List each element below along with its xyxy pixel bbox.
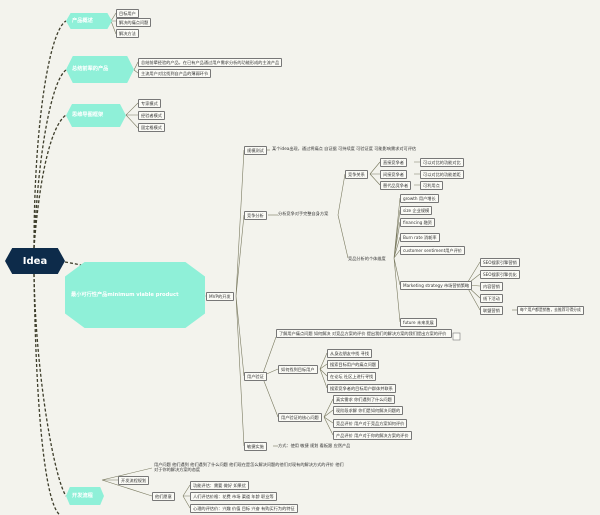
branch-product-overview[interactable]: 产品概述 [66,13,112,29]
dim-item-1[interactable]: size 企业规模 [400,206,433,216]
scope-node[interactable]: 规模测试 [244,146,267,156]
interview-node[interactable]: 用户验证的核心问题 [278,413,322,423]
flow-node[interactable]: 开发流程规划 [118,476,150,486]
b3-item-1[interactable]: 经验者模式 [138,111,165,121]
plan-item-2[interactable]: 心理的评估价：兴趣 价值 目标 兴奋 有购买行为的特征 [190,504,298,514]
user-research-node[interactable]: 用户验证 [244,372,267,382]
interview-item-2[interactable]: 竞品评价 用户对于竞品方案如何评价 [333,419,408,429]
b2-item-1[interactable]: 主流用户对比找到自产品的薄弱环节 [138,69,212,79]
agile-node[interactable]: 敏捷实施 [244,442,267,452]
b1-item-2[interactable]: 解决方法 [116,29,139,39]
dim-item-5[interactable]: Marketing strategy 市场营销策略 [400,281,473,291]
find-item-1[interactable]: 搜索目标用户的痛点问题 [327,360,380,370]
branch-dev-flow[interactable]: 开发流程 [66,487,104,505]
b3-item-2[interactable]: 固定格模式 [138,123,165,133]
find-item-0[interactable]: 从身边朋友中找 寻找 [327,349,373,359]
plan-item-0[interactable]: 功能评估：需要 做好 如果优 [190,481,249,491]
marketing-item-2[interactable]: 内容营销 [480,282,503,292]
rel-item-1[interactable]: 间接竞争者 [380,170,407,180]
plan-item-1[interactable]: 人们评估价格：花费 市场 渠道 年龄 职业等 [190,492,277,502]
dim-item-3[interactable]: Burn rate 消耗率 [400,233,440,243]
compete-node[interactable]: 竞争分析 [244,211,267,221]
rel-item-2[interactable]: 替代品竞争者 [380,181,412,191]
b1-item-1[interactable]: 解决的痛点问题 [116,18,152,28]
rel-note-0[interactable]: 可以对比的功能对比 [420,158,464,168]
marketing-item-1[interactable]: SEO搜索引擎优化 [480,270,520,280]
b3-item-0[interactable]: 专家模式 [138,99,161,109]
scope-note: 某个idea出现，通过将痛点 自证据 可持续度 可验证度 可能影响需求对可评估 [272,146,417,151]
affiliate-note[interactable]: 每个用户都是销售，去推荐可得分成 [517,306,584,315]
find-item-2[interactable]: 在论坛 社区上进行寻找 [327,372,377,382]
branch-previous-products[interactable]: 总结前辈的产品 [66,56,134,83]
dim-item-0[interactable]: growth 用户增长 [400,194,439,204]
flow-note: 用户问题 他们遇到 他们遇到了什么问题 他们现在是怎么解决问题的他们对现有的解决… [154,462,344,473]
dim-item-4[interactable]: customer sentiment用户评价 [400,246,465,256]
interview-item-0[interactable]: 真实需求 你们遇到了什么问题 [333,395,395,405]
relation-node[interactable]: 竞争关系 [345,170,368,180]
branch-mindmap-framework[interactable]: 思维导图框架 [66,104,126,127]
plan-node[interactable]: 他们愿意 [152,492,175,502]
interview-item-1[interactable]: 现阶段求解 你们是如何解决问题的 [333,406,404,416]
marketing-item-0[interactable]: SEO搜索引擎营销 [480,258,520,268]
branch-mvp[interactable]: 最小可行性产品minimum viable product [65,262,205,328]
rel-note-1[interactable]: 可以对比的功能差距 [420,170,464,180]
interview-item-3[interactable]: 产品评价 用户对于你的解决方案的评价 [333,431,412,441]
rel-item-0[interactable]: 直接竞争者 [380,158,407,168]
dimension-node[interactable]: 竞品分析的个体维度 [348,256,386,261]
b1-item-0[interactable]: 目标用户 [116,9,139,19]
marketing-item-4[interactable]: 联盟营销 [480,306,503,316]
marketing-item-3[interactable]: 线下活动 [480,294,503,304]
user-research-note[interactable]: 了解用户痛点问题 如何解决 对竞品方案的评价 提出我们的解决方案的我们提出方案的… [276,329,452,339]
find-item-3[interactable]: 搜索竞争者的目标用户群体并联系 [327,384,396,394]
root-node[interactable]: Idea [5,248,65,274]
b2-item-0[interactable]: 总结前辈经验的产品，在已有产品通过用户需求分析的功能形成的主流产品 [138,58,283,68]
find-user-node[interactable]: 如何找到目标用户 [278,365,318,375]
mvp-dev-label[interactable]: MVP的开发 [206,292,234,302]
compete-note: 分析竞争对手完整自身方案 [278,211,329,216]
dim-item-6[interactable]: future 未来发展 [400,318,437,328]
agile-note: 方式：使用 敏捷 规划 看板跟 应然产品 [278,443,351,448]
dim-item-2[interactable]: financing 融资 [400,218,435,228]
rel-note-2[interactable]: 可利用点 [420,181,443,191]
